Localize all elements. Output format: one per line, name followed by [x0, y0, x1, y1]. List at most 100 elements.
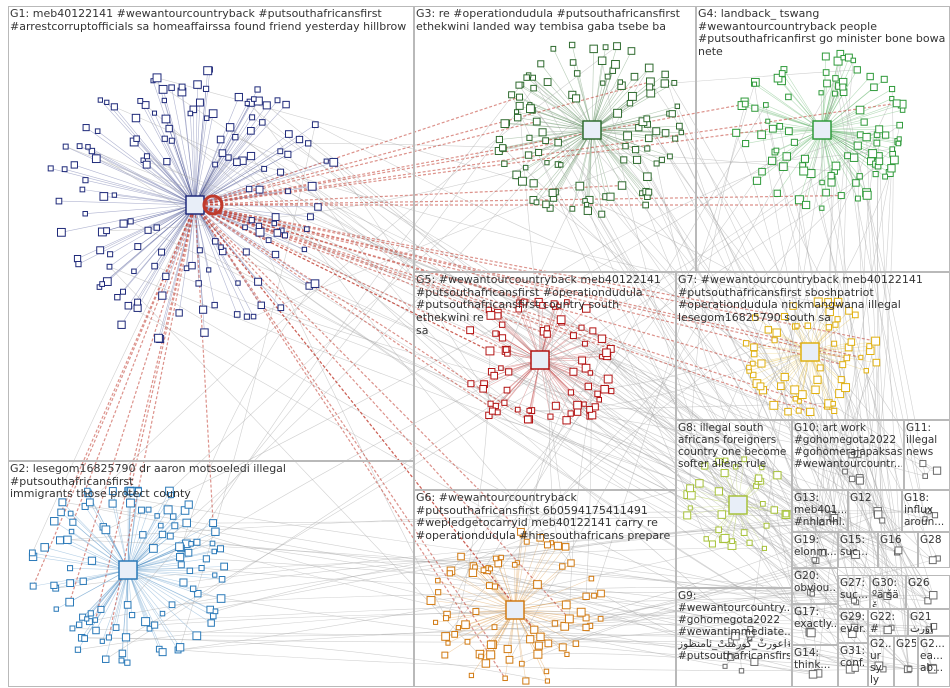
- node-g13-2: [830, 513, 839, 522]
- cross-edge-233: [143, 159, 774, 406]
- node-g2-52: [137, 506, 145, 514]
- cross-edge-35: [843, 155, 857, 603]
- node-g4-24: [866, 72, 874, 81]
- node-g1-94: [285, 130, 293, 138]
- node-g8-18: [740, 529, 748, 536]
- node-g1-45: [202, 85, 210, 92]
- hub-node-g4: [812, 120, 832, 140]
- edge-g1-118: [194, 204, 254, 317]
- node-g2-69: [50, 517, 59, 526]
- node-g6-50: [492, 555, 499, 562]
- node-g6-14: [481, 659, 491, 668]
- node-g3-59: [627, 47, 636, 55]
- node-g2-102: [87, 556, 97, 565]
- cross-edge-99: [529, 104, 853, 480]
- node-g5-7: [582, 304, 591, 313]
- cross-edge-225: [811, 362, 877, 594]
- node-g7-45: [750, 350, 758, 358]
- node-g1-105: [218, 244, 224, 250]
- node-g1-104: [162, 272, 170, 281]
- edge-g1-137: [114, 106, 196, 206]
- node-g5-79: [543, 330, 551, 338]
- edge-g6-19: [514, 545, 559, 611]
- edge-g1-66: [82, 189, 196, 206]
- node-g3-42: [512, 170, 521, 180]
- node-g6-41: [544, 639, 553, 648]
- node-g17-1: [806, 628, 816, 638]
- edge-g2-39: [127, 569, 160, 650]
- edge-g1-29: [181, 91, 196, 206]
- node-g1-24: [247, 127, 255, 135]
- node-g2-79: [209, 540, 216, 547]
- cross-edge-154: [201, 567, 490, 586]
- node-g3-93: [558, 162, 564, 168]
- node-g6-67: [472, 608, 480, 615]
- node-g5-40: [498, 365, 504, 371]
- node-g11-0: [922, 473, 928, 479]
- node-g18-1: [925, 508, 932, 515]
- node-g8-22: [773, 471, 782, 480]
- node-g2-104: [84, 487, 91, 495]
- cross-edge-195: [511, 94, 707, 540]
- node-g2-7: [176, 553, 185, 562]
- node-g1-142: [295, 135, 304, 144]
- node-g6-24: [559, 563, 566, 570]
- edge-g1-40: [117, 204, 196, 298]
- node-g7-56: [871, 336, 881, 346]
- node-g8-5: [701, 462, 709, 470]
- node-g3-106: [652, 127, 661, 136]
- node-g8-1: [708, 540, 716, 548]
- edge-g3-48: [591, 129, 646, 206]
- node-g26-1: [929, 591, 938, 600]
- edge-g1-6: [162, 89, 196, 206]
- node-g7-55: [792, 396, 799, 402]
- node-g6-25: [536, 534, 544, 542]
- node-g6-12: [441, 651, 449, 659]
- cross-edge-48: [311, 186, 856, 669]
- node-g2-83: [79, 577, 87, 585]
- node-g6-52: [445, 640, 451, 646]
- node-g4-23: [822, 188, 830, 197]
- cross-edge-193: [664, 74, 888, 631]
- edge-g3-43: [555, 129, 593, 193]
- group-panel-g2: [8, 461, 414, 687]
- node-g6-42: [536, 632, 545, 642]
- node-g1-59: [277, 148, 284, 155]
- cross-edge-182: [735, 132, 803, 395]
- hub-edge-33: [194, 204, 570, 620]
- node-g2-20: [112, 624, 120, 631]
- node-g6-56: [468, 672, 475, 679]
- node-g3-20: [600, 80, 606, 86]
- edge-g3-35: [591, 129, 611, 197]
- node-g3-3: [602, 44, 609, 51]
- node-g1-111: [189, 105, 198, 114]
- node-g2-19: [146, 625, 153, 632]
- node-g5-2: [485, 411, 493, 420]
- node-g1-149: [143, 153, 150, 160]
- node-g1-110: [277, 304, 285, 312]
- node-g1-90: [107, 251, 114, 258]
- node-g2-105: [134, 487, 142, 495]
- node-g3-65: [623, 131, 632, 141]
- edge-g2-16: [127, 569, 198, 594]
- node-g4-99: [831, 161, 841, 171]
- node-g2-13: [188, 541, 194, 547]
- group-panel-g21: [908, 609, 950, 636]
- node-g1-113: [99, 281, 106, 287]
- node-g5-14: [505, 368, 513, 376]
- group-panel-g9: [676, 588, 792, 687]
- node-g3-109: [500, 119, 510, 129]
- node-g4-27: [831, 90, 838, 97]
- node-g5-21: [547, 413, 554, 420]
- cross-edge-176: [646, 118, 857, 603]
- edge-g1-13: [194, 139, 221, 206]
- node-g1-130: [301, 246, 308, 253]
- node-g2-9: [177, 561, 185, 569]
- edge-g7-29: [787, 351, 811, 412]
- node-g3-33: [569, 205, 576, 212]
- edge-g4-42: [821, 103, 903, 131]
- node-g1-67: [99, 192, 109, 201]
- node-g1-42: [195, 98, 204, 107]
- edge-g2-109: [127, 531, 216, 571]
- node-g1-41: [144, 226, 152, 234]
